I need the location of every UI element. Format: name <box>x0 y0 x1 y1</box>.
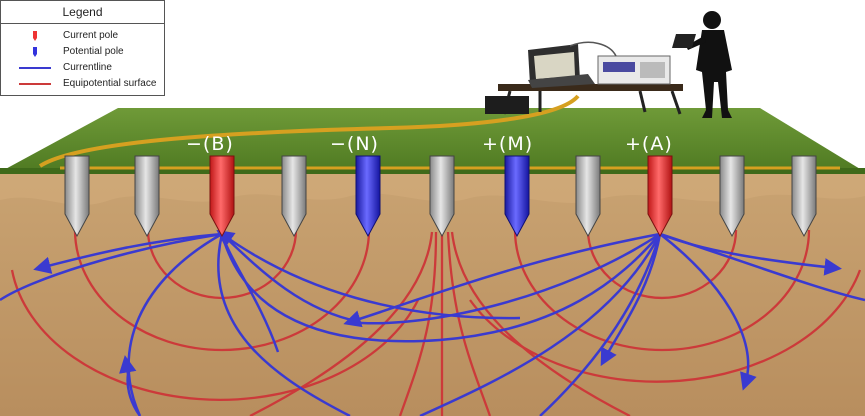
legend-item-equipotential: Equipotential surface <box>1 77 166 91</box>
potential-pole-icon <box>33 47 37 57</box>
instrument-cable <box>38 94 580 168</box>
electrode-grey-1 <box>64 155 90 238</box>
electrode-potential-m <box>504 155 530 238</box>
battery-box <box>485 96 529 114</box>
pole-label-n: −(N) <box>330 133 379 155</box>
pole-label-b: −(B) <box>186 133 234 155</box>
electrode-potential-n <box>355 155 381 238</box>
resistivity-meter-case <box>528 44 595 88</box>
legend-item-potential-pole: Potential pole <box>1 45 166 59</box>
legend-label: Potential pole <box>63 46 124 57</box>
current-line-icon <box>19 67 51 69</box>
current-pole-icon <box>33 31 37 41</box>
electrode-current-b <box>209 155 235 238</box>
instrument-wire <box>569 41 617 57</box>
electrode-grey-6 <box>791 155 817 238</box>
legend-item-currentline: Currentline <box>1 61 166 75</box>
operator-silhouette <box>672 11 732 118</box>
equipotential-lines <box>10 229 862 416</box>
legend: Legend Current pole Potential pole Curre… <box>0 0 165 96</box>
electrode-array <box>64 155 817 238</box>
pole-label-m: +(M) <box>482 133 534 155</box>
electrode-current-a <box>647 155 673 238</box>
electrode-grey-4 <box>575 155 601 238</box>
legend-label: Current pole <box>63 30 119 41</box>
electrode-grey-3 <box>281 155 307 238</box>
electrode-grey-center <box>429 155 455 238</box>
electrode-grey-5 <box>719 155 745 238</box>
electrode-grey-2 <box>134 155 160 238</box>
equipotential-line-icon <box>19 83 51 85</box>
legend-title: Legend <box>1 1 164 24</box>
legend-label: Equipotential surface <box>63 78 157 89</box>
current-lines <box>0 229 865 416</box>
legend-item-current-pole: Current pole <box>1 29 166 43</box>
legend-label: Currentline <box>63 62 112 73</box>
pole-label-a: +(A) <box>625 133 673 155</box>
control-unit <box>597 55 671 85</box>
